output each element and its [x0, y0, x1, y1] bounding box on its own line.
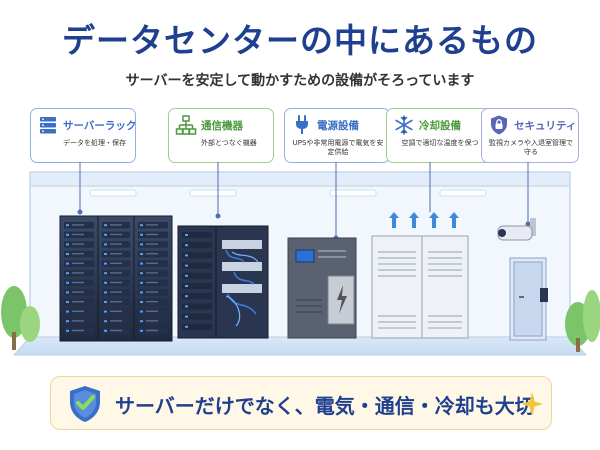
card-title: 冷却設備 — [419, 119, 461, 132]
card-server-rack: サーバーラック データを処理・保存 — [30, 108, 136, 163]
card-title: サーバーラック — [63, 119, 137, 132]
network-icon — [175, 115, 197, 135]
summary-banner: サーバーだけでなく、電気・通信・冷却も大切 — [50, 376, 552, 430]
snowflake-icon — [395, 115, 413, 135]
summary-text: サーバーだけでなく、電気・通信・冷却も大切 — [115, 394, 535, 418]
card-cooling: 冷却設備 空調で適切な温度を保つ — [386, 108, 492, 163]
card-desc: 監視カメラや入退室管理で守る — [489, 139, 573, 157]
card-network: 通信機器 外部とつなぐ機器 — [168, 108, 274, 163]
server-icon — [40, 117, 56, 134]
network-racks — [177, 225, 269, 339]
security-door — [509, 257, 548, 341]
power-unit — [287, 237, 357, 339]
card-title: 通信機器 — [201, 119, 243, 132]
trees-left — [1, 286, 40, 350]
card-power: 電源設備 UPSや非常用電源で電気を安定供給 — [284, 108, 390, 163]
card-title: 電源設備 — [317, 119, 359, 132]
ceiling-lights — [89, 189, 487, 197]
lock-shield-icon — [491, 115, 507, 135]
page-subtitle: サーバーを安定して動かすための設備がそろっています — [125, 73, 475, 89]
card-title: セキュリティ — [514, 119, 577, 132]
card-desc: UPSや非常用電源で電気を安定供給 — [292, 139, 384, 157]
trees-right — [565, 290, 600, 352]
cooling-units — [371, 212, 469, 339]
card-desc: 空調で適切な温度を保つ — [401, 139, 479, 147]
plug-icon — [296, 115, 308, 134]
sparkle-icon — [521, 392, 543, 416]
security-camera — [497, 218, 536, 241]
check-shield-icon — [70, 386, 100, 422]
server-racks — [59, 215, 173, 342]
card-desc: 外部とつなぐ機器 — [201, 139, 257, 147]
card-desc: データを処理・保存 — [63, 139, 126, 147]
page-title: データセンターの中にあるもの — [62, 21, 538, 60]
airflow-arrows — [389, 212, 459, 228]
card-security: セキュリティ 監視カメラや入退室管理で守る — [481, 108, 579, 163]
datacenter-room — [1, 162, 600, 356]
